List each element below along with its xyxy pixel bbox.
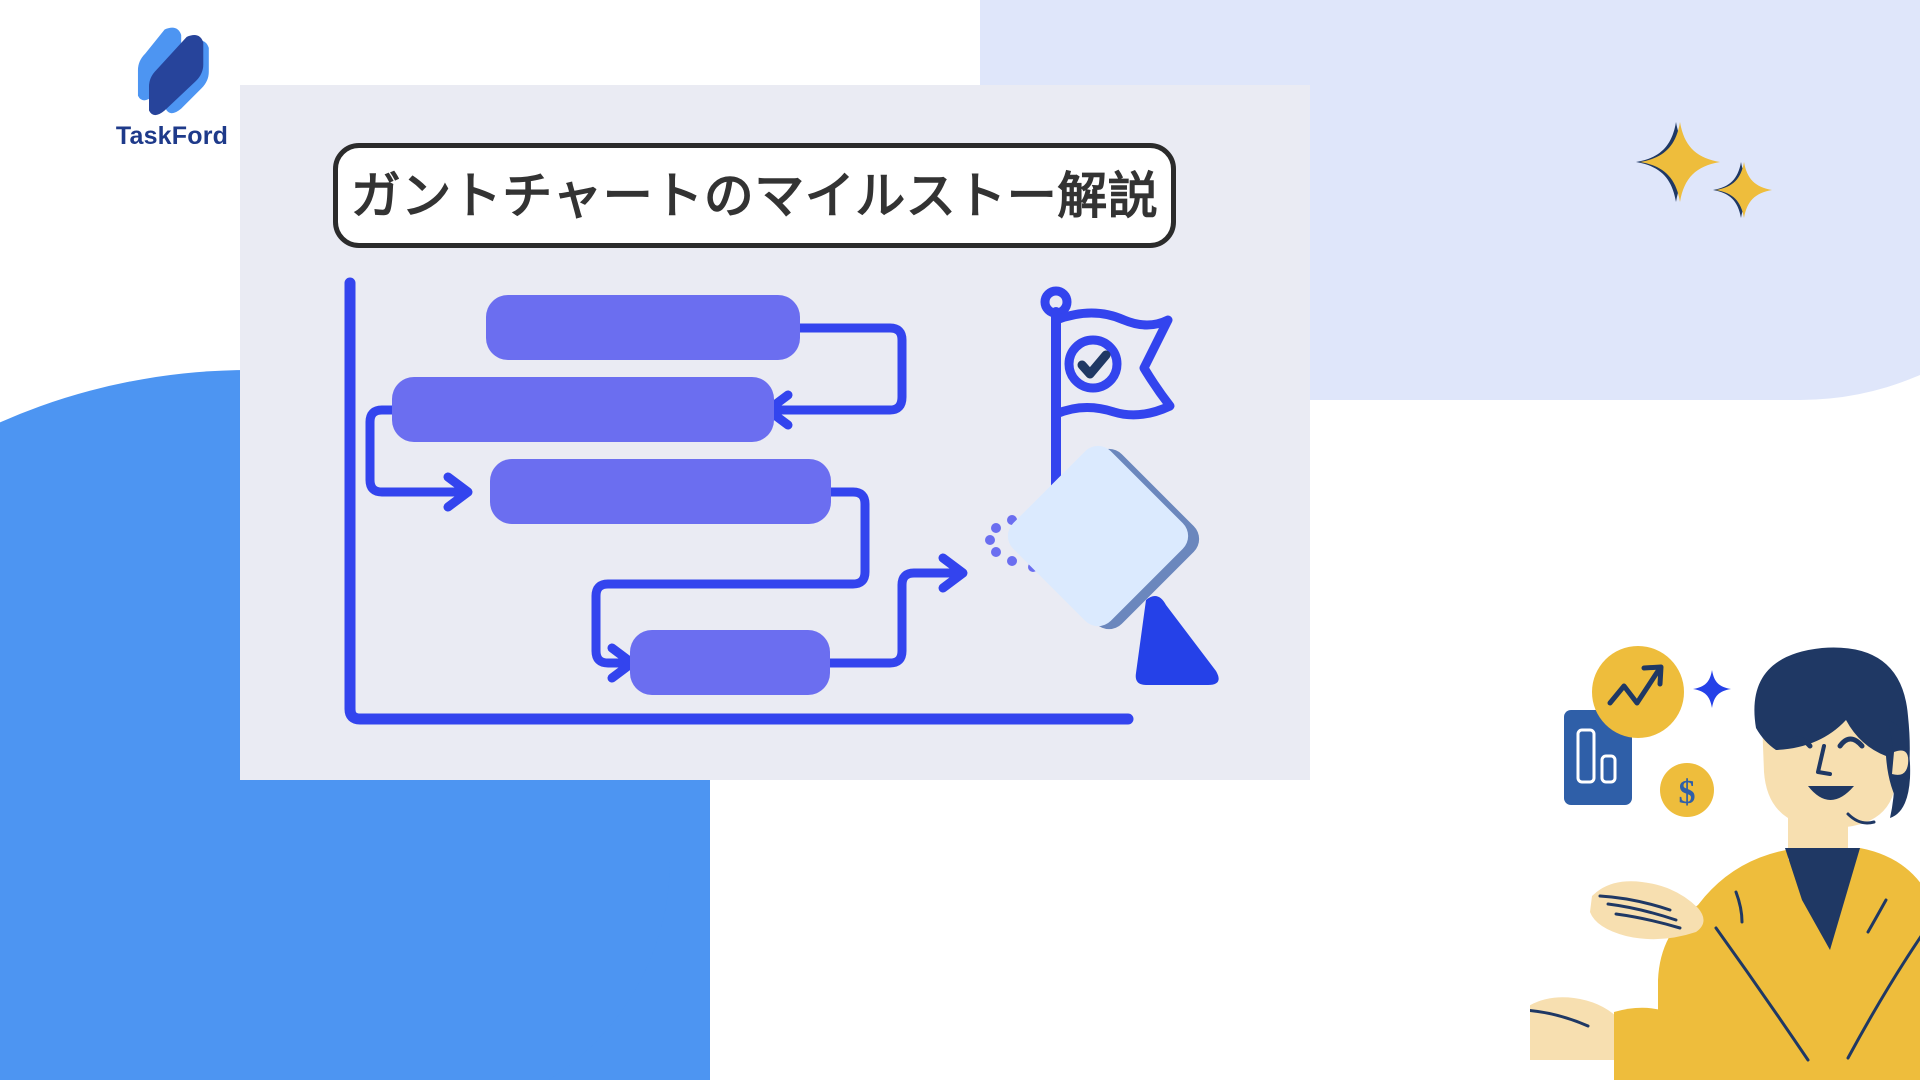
- person-chin-line: [1846, 812, 1876, 825]
- person-arm-line-inner2: [1866, 898, 1888, 934]
- person-eye-left: [1785, 736, 1813, 749]
- arrowhead-to-milestone: [938, 553, 968, 593]
- person-nose: [1816, 744, 1832, 776]
- person-hand-lower: [1530, 997, 1622, 1060]
- bar-chart-card-icon: [1564, 710, 1632, 805]
- milestone-diamond-icon: [1007, 445, 1189, 627]
- person-eye-right: [1837, 736, 1865, 749]
- coin-symbol: $: [1679, 774, 1696, 811]
- gantt-bar-task-4: [630, 630, 830, 695]
- person-body: [1658, 848, 1920, 1080]
- gantt-bar-task-2: [392, 377, 774, 442]
- taskford-logo-icon: [137, 27, 209, 116]
- person-arm-line-inner: [1734, 890, 1744, 924]
- dollar-coin-icon: $: [1660, 763, 1714, 817]
- sparkle-small-icon: [1693, 670, 1731, 708]
- gantt-axis: [344, 277, 1134, 725]
- person-sleeve-lower: [1614, 1007, 1686, 1080]
- gantt-dependency-connectors: [365, 323, 965, 668]
- milestone-diamond-group: [1007, 445, 1219, 685]
- check-mark-icon: [1077, 350, 1111, 379]
- title-banner: ガントチャートのマイルストー解説: [333, 143, 1176, 248]
- sparkles-group: [1636, 122, 1772, 218]
- person-arm-line-right: [1846, 935, 1920, 1060]
- flag-banner: [1051, 308, 1175, 420]
- gantt-bar-task-1: [486, 295, 800, 360]
- gantt-bar-task-3: [490, 459, 831, 524]
- sparkle-star-icon: [1636, 122, 1720, 202]
- brand-logo[interactable]: TaskFord: [62, 22, 282, 151]
- person-ear: [1892, 750, 1909, 775]
- person-mouth: [1808, 786, 1854, 800]
- sparkle-star-small-icon: [1713, 162, 1772, 218]
- page-title: ガントチャートのマイルストー解説: [350, 166, 1159, 225]
- person-presenting-illustration: $: [1530, 646, 1920, 1080]
- gantt-bars: [392, 295, 831, 695]
- gantt-chart-diagram: [344, 277, 1219, 725]
- person-arm-line-left: [1714, 926, 1810, 1062]
- brand-name: TaskFord: [115, 122, 229, 150]
- trend-up-chart-icon: [1592, 646, 1684, 738]
- check-circle-icon: [1064, 335, 1122, 393]
- arrowhead-to-task3: [443, 472, 473, 512]
- mouse-cursor-icon: [1135, 596, 1219, 685]
- person-hair: [1754, 647, 1910, 806]
- flag-pole-ball: [1040, 286, 1072, 318]
- person-collar: [1785, 848, 1860, 950]
